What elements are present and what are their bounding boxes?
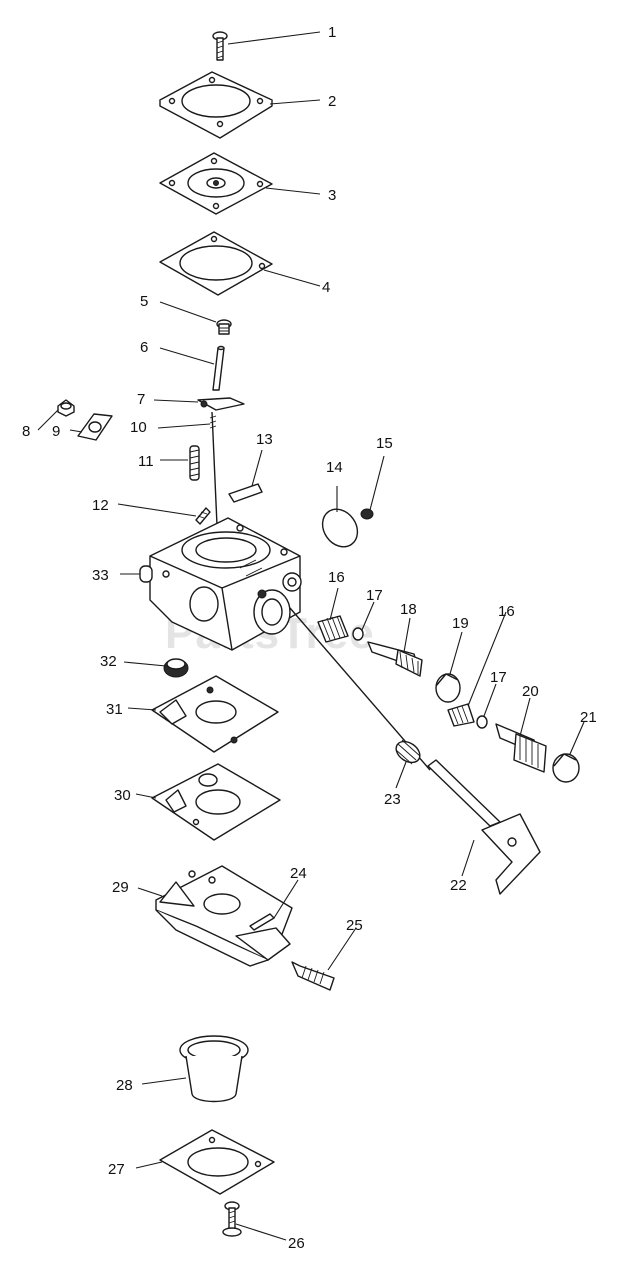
callout-18: 18	[400, 601, 417, 618]
part-21-cap-lower	[552, 753, 580, 783]
callout-7: 7	[137, 391, 145, 408]
part-29-metering-cover	[155, 865, 293, 967]
part-16-spring-lower	[447, 703, 475, 727]
callout-10: 10	[130, 419, 147, 436]
callout-8: 8	[22, 423, 30, 440]
callout-9: 9	[52, 423, 60, 440]
part-20-needle-lower	[495, 723, 547, 773]
part-9-screen	[77, 413, 113, 441]
part-6-lever-pin	[212, 345, 225, 391]
callout-30: 30	[114, 787, 131, 804]
part-18-needle-upper	[367, 641, 423, 677]
callout-2: 2	[328, 93, 336, 110]
callout-26: 26	[288, 1235, 305, 1252]
part-32-cap	[163, 658, 189, 678]
part-5-screw	[216, 319, 232, 335]
part-16-spring-upper	[317, 615, 349, 643]
callout-25: 25	[346, 917, 363, 934]
part-14-throttle-plate	[321, 486, 359, 548]
callout-5: 5	[140, 293, 148, 310]
part-12-pin	[195, 507, 211, 525]
callout-11: 11	[138, 453, 154, 470]
callout-29: 29	[112, 879, 129, 896]
part-3-diaphragm	[159, 152, 273, 215]
part-25-screw	[291, 961, 335, 991]
callout-15: 15	[376, 435, 393, 452]
part-2-cover	[159, 71, 273, 139]
callout-1: 1	[328, 24, 336, 41]
callout-14: 14	[326, 459, 343, 476]
part-22-choke-shaft	[289, 607, 541, 895]
part-17-washer-upper	[352, 627, 364, 641]
callout-4: 4	[322, 279, 330, 296]
part-7-metering-lever	[197, 397, 245, 411]
part-11-spring	[189, 445, 200, 481]
callout-28: 28	[116, 1077, 133, 1094]
part-8-plug	[57, 399, 75, 417]
part-31-gasket	[151, 675, 279, 753]
part-26-screw	[222, 1201, 242, 1237]
part-15-screw	[360, 508, 374, 520]
callout-3: 3	[328, 187, 336, 204]
callout-20: 20	[522, 683, 539, 700]
callout-24: 24	[290, 865, 307, 882]
callout-27: 27	[108, 1161, 125, 1178]
part-4-gasket	[159, 231, 273, 296]
callout-32: 32	[100, 653, 117, 670]
callout-19: 19	[452, 615, 469, 632]
leader-lines	[37, 31, 585, 1241]
part-13-valve	[228, 483, 263, 503]
carburetor-body	[149, 517, 302, 651]
part-27-gasket	[159, 1129, 275, 1195]
part-33-plug	[139, 565, 153, 583]
callout-22: 22	[450, 877, 467, 894]
callout-17b: 17	[490, 669, 507, 686]
part-23-spring	[395, 739, 421, 765]
callout-16b: 16	[498, 603, 515, 620]
callout-6: 6	[140, 339, 148, 356]
part-19-cap-upper	[435, 673, 461, 703]
part-28-filter-cup	[179, 1035, 249, 1103]
callout-21: 21	[580, 709, 597, 726]
callout-17a: 17	[366, 587, 383, 604]
callout-labels: 1 2 3 4 5 6 7 8 9 10 11 12 13 14 15 33 1…	[22, 24, 597, 1252]
part-1-screw	[212, 31, 228, 61]
callout-33: 33	[92, 567, 109, 584]
callout-23: 23	[384, 791, 401, 808]
callout-12: 12	[92, 497, 109, 514]
part-17-washer-lower	[476, 715, 488, 729]
callout-13: 13	[256, 431, 273, 448]
callout-16a: 16	[328, 569, 345, 586]
callout-31: 31	[106, 701, 123, 718]
part-30-diaphragm	[151, 763, 281, 841]
